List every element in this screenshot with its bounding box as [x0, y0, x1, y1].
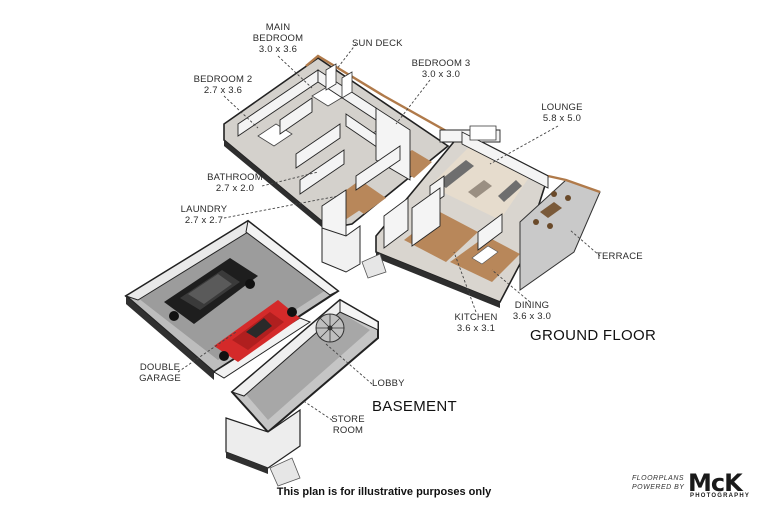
disclaimer-text: This plan is for illustrative purposes o…	[276, 486, 492, 498]
label-double-garage: DOUBLE GARAGE	[139, 362, 181, 384]
brand-line2: POWERED BY	[632, 484, 685, 491]
label-laundry: LAUNDRY 2.7 x 2.7	[180, 204, 228, 226]
label-store-room: STORE ROOM	[331, 414, 365, 436]
label-bedroom2: BEDROOM 2 2.7 x 3.6	[193, 74, 253, 96]
hall-floor	[338, 180, 386, 214]
entrance-steps	[361, 253, 387, 279]
store-room-front	[226, 452, 268, 474]
brand-photography: PHOTOGRAPHY	[690, 493, 751, 499]
terrace-deck	[519, 179, 601, 291]
terrace-table-icon	[533, 191, 571, 229]
red-car-icon	[214, 300, 300, 362]
dining-table-icon	[471, 245, 499, 265]
sun-deck-panels	[325, 63, 497, 141]
basement-steps	[269, 457, 301, 487]
label-lobby: LOBBY	[372, 378, 405, 389]
brand-logo: FLOORPLANS POWERED BY McK PHOTOGRAPHY	[632, 469, 758, 501]
label-bathroom: BATHROOM 2.7 x 2.0	[207, 172, 263, 194]
label-kitchen: KITCHEN 3.6 x 3.1	[454, 312, 498, 334]
label-leader-lines	[177, 43, 601, 421]
brand-line1: FLOORPLANS	[632, 475, 685, 482]
black-car-icon	[164, 258, 258, 324]
spiral-staircase	[315, 313, 345, 343]
ground-floor-title: GROUND FLOOR	[530, 327, 657, 344]
lounge-sofa-icon	[438, 160, 522, 202]
bedroom-wing-face	[224, 140, 330, 234]
terrace-railing	[547, 174, 601, 194]
label-sun-deck: SUN DECK	[352, 38, 403, 49]
garage-floor	[138, 232, 326, 360]
garage-front-face	[126, 296, 214, 380]
basement-title: BASEMENT	[372, 398, 457, 415]
lobby-wall-right	[339, 299, 379, 331]
label-terrace: TERRACE	[596, 251, 643, 262]
garage-wall-right	[245, 220, 339, 296]
label-dining: DINING 3.6 x 3.0	[512, 300, 552, 322]
ground-floor-level	[223, 54, 601, 308]
label-main-bedroom: MAIN BEDROOM 3.0 x 3.6	[252, 22, 304, 55]
brand-mck-logo: McK	[688, 469, 743, 497]
interior-walls	[237, 69, 549, 253]
label-bedroom3: BEDROOM 3 3.0 x 3.0	[411, 58, 471, 80]
label-lounge: LOUNGE 5.8 x 5.0	[541, 102, 583, 124]
basement-level	[124, 219, 379, 487]
entry-block	[321, 225, 361, 273]
kitchen-floor	[404, 212, 478, 262]
